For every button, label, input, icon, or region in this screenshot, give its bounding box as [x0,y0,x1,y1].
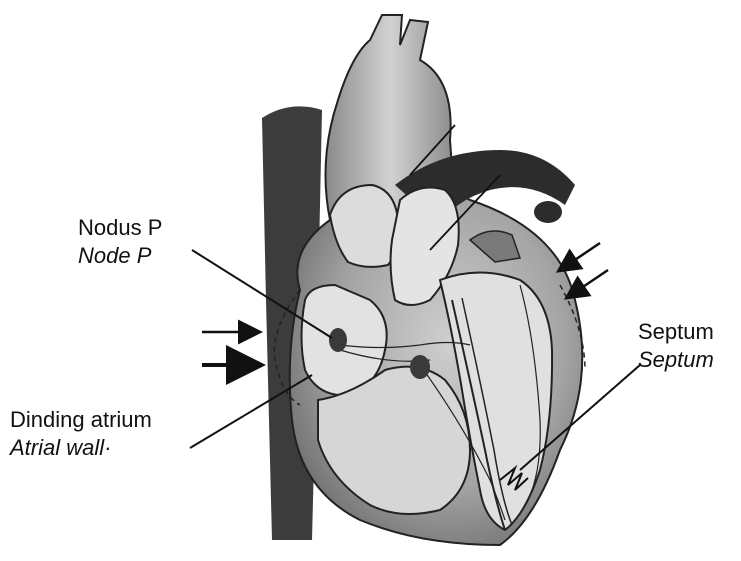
node-p-primary: Nodus P [78,214,162,242]
arrow-right-lower [568,270,608,297]
av-node [410,355,430,379]
septum-secondary: Septum [638,346,714,374]
atrial-wall-primary: Dinding atrium [10,406,152,434]
atrial-wall-label: Dinding atrium Atrial wall· [10,406,152,462]
atrial-wall-secondary: Atrial wall· [10,434,152,462]
arrow-right-upper [560,243,600,270]
septum-label: Septum Septum [638,318,714,374]
septum-primary: Septum [638,318,714,346]
sa-node [329,328,347,352]
pulmonary-vein-stub [534,201,562,223]
node-p-label: Nodus P Node P [78,214,162,270]
node-p-secondary: Node P [78,242,162,270]
